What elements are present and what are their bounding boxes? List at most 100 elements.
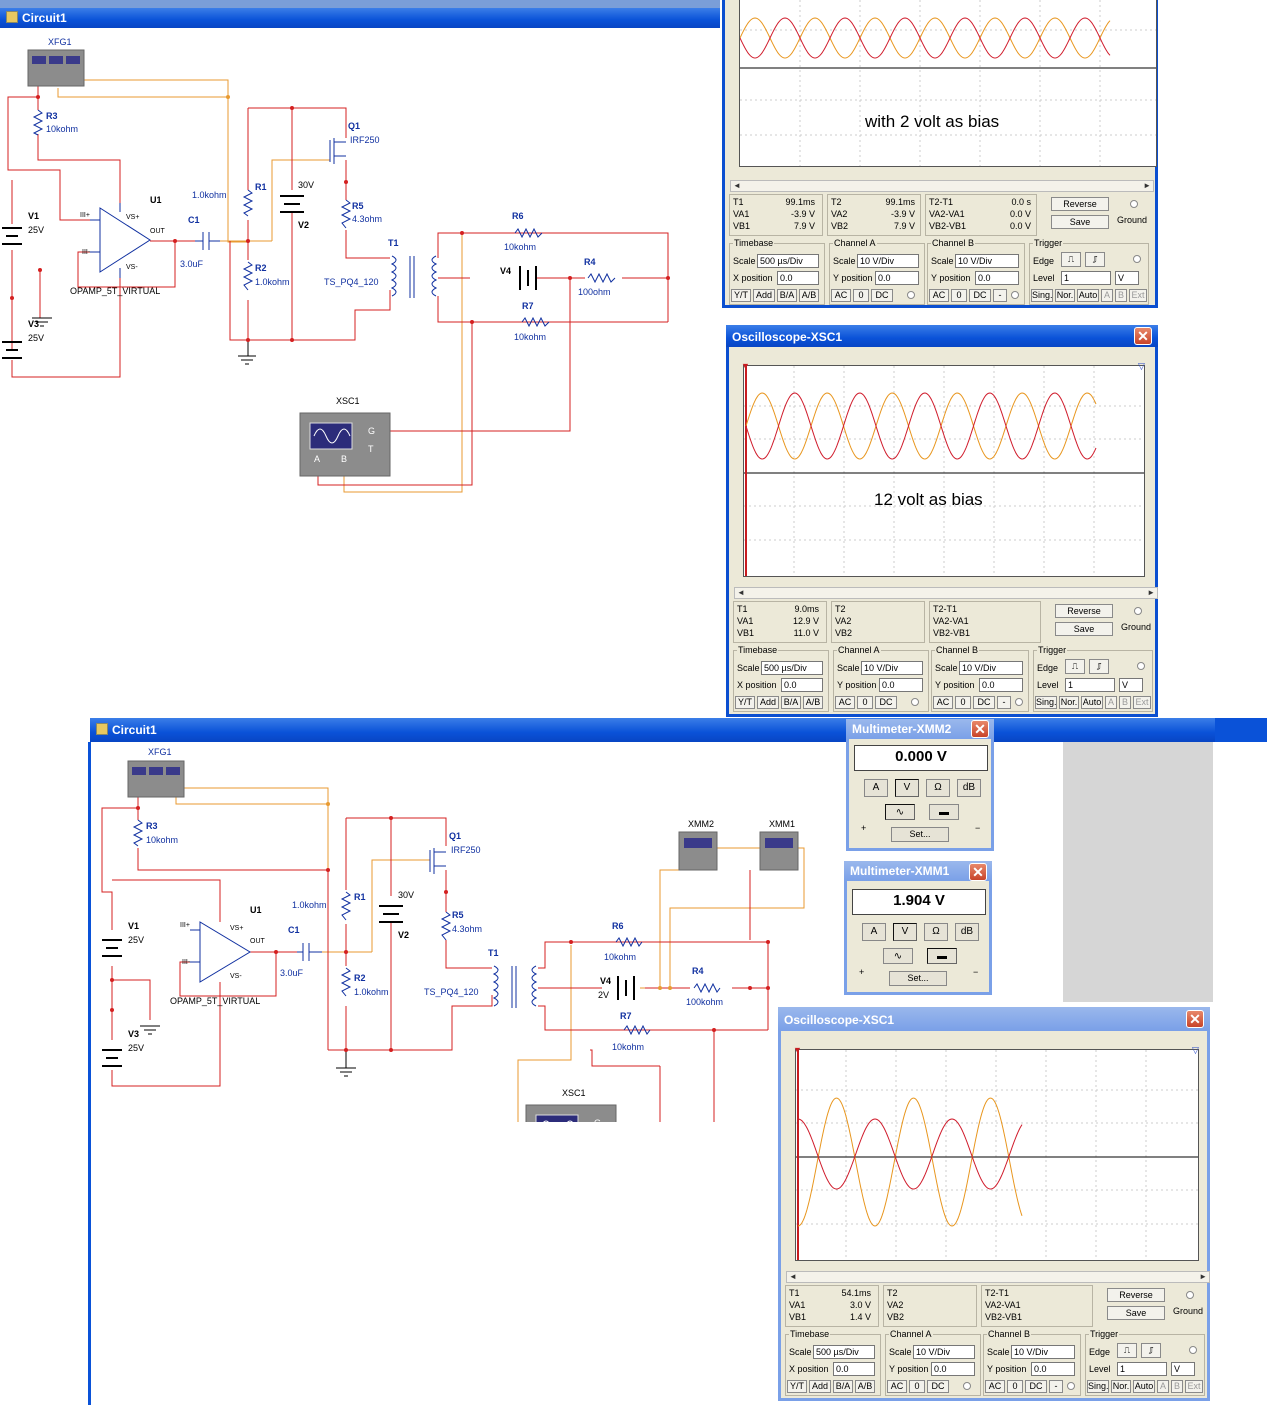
scope1-reverse-button[interactable]: Reverse (1051, 197, 1109, 211)
scope3-sing-button[interactable]: Sing. (1087, 1380, 1109, 1393)
scope3-chB-scale-field[interactable]: 10 V/Div (1011, 1345, 1075, 1359)
scope3-trig-ext-button[interactable]: Ext (1185, 1380, 1203, 1393)
scope3-add-button[interactable]: Add (809, 1380, 831, 1393)
scope3-close-button[interactable]: ✕ (1186, 1010, 1204, 1028)
scope3-yt-button[interactable]: Y/T (787, 1380, 807, 1393)
scope1-falling-edge-icon[interactable]: ⎎ (1085, 252, 1105, 267)
scope1-add-button[interactable]: Add (753, 289, 775, 302)
scope2-chA-terminal[interactable] (911, 698, 919, 706)
scope2-chA-dc-button[interactable]: DC (875, 696, 897, 709)
scope1-chB-minus-button[interactable]: - (993, 289, 1007, 302)
scope2-rising-edge-icon[interactable]: ⎍ (1065, 659, 1085, 674)
scope3-chB-zero-button[interactable]: 0 (1007, 1380, 1023, 1393)
scope3-tb-scale-field[interactable]: 500 µs/Div (813, 1345, 875, 1359)
mm1-ac-button[interactable]: ∿ (883, 948, 913, 964)
scope2-chB-dc-button[interactable]: DC (973, 696, 995, 709)
scope3-scrollbar[interactable]: ◄► (786, 1271, 1210, 1283)
scope2-scrollbar[interactable]: ◄► (734, 587, 1158, 599)
mm1-window[interactable]: 1.904 V A V Ω dB ∿ ▬ + Set... − (844, 881, 992, 995)
scope1-chA-ac-button[interactable]: AC (831, 289, 851, 302)
scope3-reverse-button[interactable]: Reverse (1107, 1288, 1165, 1302)
scope3-chB-minus-button[interactable]: - (1049, 1380, 1063, 1393)
scope2-auto-button[interactable]: Auto (1081, 696, 1103, 709)
scope3-level-unit[interactable]: V (1171, 1362, 1195, 1376)
scope1-trigger-ext-radio[interactable] (1133, 255, 1141, 263)
scope2-chA-zero-button[interactable]: 0 (857, 696, 873, 709)
scope3-nor-button[interactable]: Nor. (1111, 1380, 1131, 1393)
scope1-level-field[interactable]: 1 (1061, 271, 1111, 285)
mm1-dc-button[interactable]: ▬ (927, 948, 957, 964)
scope1-chB-scale-field[interactable]: 10 V/Div (955, 254, 1019, 268)
scope3-falling-edge-icon[interactable]: ⎎ (1141, 1343, 1161, 1358)
scope1-yt-button[interactable]: Y/T (731, 289, 751, 302)
scope2-trig-a-button[interactable]: A (1105, 696, 1117, 709)
scope3-cursor2-marker[interactable]: ▽ (1192, 1045, 1199, 1055)
scope2-chB-minus-button[interactable]: - (997, 696, 1011, 709)
scope3-rising-edge-icon[interactable]: ⎍ (1117, 1343, 1137, 1358)
scope1-chB-zero-button[interactable]: 0 (951, 289, 967, 302)
scope1-chA-ypos-field[interactable]: 0.0 (875, 271, 919, 285)
scope2-nor-button[interactable]: Nor. (1059, 696, 1079, 709)
scope2-window[interactable]: 12 volt as bias ▼ ▽ ◄► T1 VA1 VB1 9.0ms … (726, 347, 1158, 717)
scope1-nor-button[interactable]: Nor. (1055, 289, 1075, 302)
scope1-chB-dc-button[interactable]: DC (969, 289, 991, 302)
scope1-rising-edge-icon[interactable]: ⎍ (1061, 252, 1081, 267)
scope1-chA-terminal[interactable] (907, 291, 915, 299)
scope2-ground-radio[interactable] (1134, 607, 1142, 615)
scope1-chA-scale-field[interactable]: 10 V/Div (857, 254, 919, 268)
scope3-chB-ypos-field[interactable]: 0.0 (1031, 1362, 1075, 1376)
scope1-chA-zero-button[interactable]: 0 (853, 289, 869, 302)
scope2-chB-scale-field[interactable]: 10 V/Div (959, 661, 1023, 675)
scope1-window[interactable]: with 2 volt as bias ◄► T1 VA1 VB1 99.1ms… (722, 0, 1158, 308)
scope2-tb-scale-field[interactable]: 500 µs/Div (761, 661, 823, 675)
scope1-ab-button[interactable]: A/B (799, 289, 819, 302)
mm2-dc-button[interactable]: ▬ (929, 804, 959, 820)
scope1-scrollbar[interactable]: ◄► (730, 180, 1154, 192)
scope2-chB-ac-button[interactable]: AC (933, 696, 953, 709)
mm2-close-button[interactable]: ✕ (971, 720, 989, 738)
scope3-trig-b-button[interactable]: B (1171, 1380, 1183, 1393)
scope3-ground-radio[interactable] (1186, 1291, 1194, 1299)
scope2-cursor1-marker[interactable]: ▼ (741, 361, 750, 371)
scope1-tb-scale-field[interactable]: 500 µs/Div (757, 254, 819, 268)
scope1-level-unit[interactable]: V (1115, 271, 1139, 285)
scope3-xpos-field[interactable]: 0.0 (833, 1362, 875, 1376)
mm1-set-button[interactable]: Set... (889, 971, 947, 986)
mm1-volt-button[interactable]: V (893, 923, 917, 941)
scope2-cursor2-marker[interactable]: ▽ (1138, 361, 1145, 371)
scope3-auto-button[interactable]: Auto (1133, 1380, 1155, 1393)
scope2-ab-button[interactable]: A/B (803, 696, 823, 709)
scope3-chA-zero-button[interactable]: 0 (909, 1380, 925, 1393)
circuit-bottom-schematic[interactable]: XFG1 R3 10kohm Q1 IRF250 U1 1.0kohm R1 3… (91, 742, 871, 1122)
scope2-chB-zero-button[interactable]: 0 (955, 696, 971, 709)
scope2-trigger-ext-radio[interactable] (1137, 662, 1145, 670)
scope3-trigger-ext-radio[interactable] (1189, 1346, 1197, 1354)
scope1-chB-ypos-field[interactable]: 0.0 (975, 271, 1019, 285)
scope3-level-field[interactable]: 1 (1117, 1362, 1167, 1376)
scope2-reverse-button[interactable]: Reverse (1055, 604, 1113, 618)
scope3-chB-terminal[interactable] (1067, 1382, 1075, 1390)
scope3-ab-button[interactable]: A/B (855, 1380, 875, 1393)
scope2-sing-button[interactable]: Sing. (1035, 696, 1057, 709)
scope1-trig-ext-button[interactable]: Ext (1129, 289, 1147, 302)
mm2-amp-button[interactable]: A (864, 779, 888, 797)
scope1-xpos-field[interactable]: 0.0 (777, 271, 819, 285)
scope3-ba-button[interactable]: B/A (833, 1380, 853, 1393)
mm1-ohm-button[interactable]: Ω (924, 923, 948, 941)
scope3-window[interactable]: ▼ ▽ ◄► T1 VA1 VB1 54.1ms 3.0 V 1.4 V T2 … (778, 1031, 1210, 1401)
scope2-add-button[interactable]: Add (757, 696, 779, 709)
scope2-chA-ypos-field[interactable]: 0.0 (879, 678, 923, 692)
scope2-close-button[interactable]: ✕ (1134, 327, 1152, 345)
scope2-chA-ac-button[interactable]: AC (835, 696, 855, 709)
scope3-cursor1-marker[interactable]: ▼ (793, 1045, 802, 1055)
scope1-chB-ac-button[interactable]: AC (929, 289, 949, 302)
mm1-amp-button[interactable]: A (862, 923, 886, 941)
circuit-top-schematic[interactable]: XFG1 R3 10kohm Q1 IRF250 U1 1.0kohm R1 3… (0, 28, 720, 528)
scope2-trig-b-button[interactable]: B (1119, 696, 1131, 709)
scope3-chA-ypos-field[interactable]: 0.0 (931, 1362, 975, 1376)
scope2-yt-button[interactable]: Y/T (735, 696, 755, 709)
mm1-close-button[interactable]: ✕ (969, 863, 987, 881)
scope3-chA-scale-field[interactable]: 10 V/Div (913, 1345, 975, 1359)
scope1-ground-radio[interactable] (1130, 200, 1138, 208)
scope2-level-unit[interactable]: V (1119, 678, 1143, 692)
